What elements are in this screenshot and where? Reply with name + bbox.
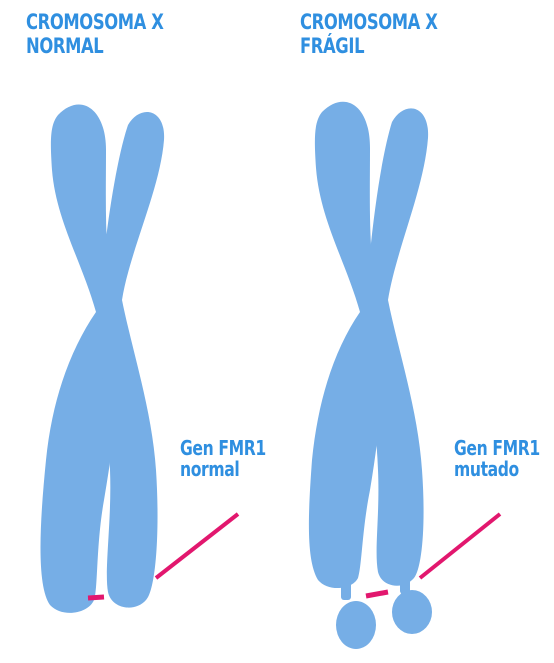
normal-title-line1: CROMOSOMA X	[26, 10, 164, 34]
normal-x-chromosome	[41, 104, 165, 612]
fragile-gene-label: Gen FMR1 mutado	[454, 438, 540, 480]
normal-chromosome-right-arm	[99, 112, 164, 608]
fragile-right-satellite	[392, 590, 432, 634]
normal-gene-marker	[88, 597, 104, 598]
normal-chromosome-title: CROMOSOMA X NORMAL	[26, 10, 164, 58]
normal-gene-label-line1: Gen FMR1	[180, 438, 266, 459]
normal-gene-label: Gen FMR1 normal	[180, 438, 266, 480]
fragile-gene-label-line1: Gen FMR1	[454, 438, 540, 459]
normal-gene-pointer-line	[156, 514, 238, 578]
fragile-x-chromosome	[309, 102, 432, 649]
fragile-gene-marker	[366, 592, 388, 596]
fragile-chromosome-right-arm	[365, 108, 428, 585]
normal-gene-label-line2: normal	[180, 459, 266, 480]
fragile-gene-label-line2: mutado	[454, 459, 540, 480]
normal-title-line2: NORMAL	[26, 34, 164, 58]
fragile-title-line1: CROMOSOMA X	[300, 10, 438, 34]
fragile-left-satellite	[336, 601, 376, 649]
fragile-chromosome-title: CROMOSOMA X FRÁGIL	[300, 10, 438, 58]
fragile-left-stalk	[341, 574, 351, 600]
fragile-title-line2: FRÁGIL	[300, 34, 438, 58]
fragile-gene-pointer-line	[420, 514, 500, 578]
